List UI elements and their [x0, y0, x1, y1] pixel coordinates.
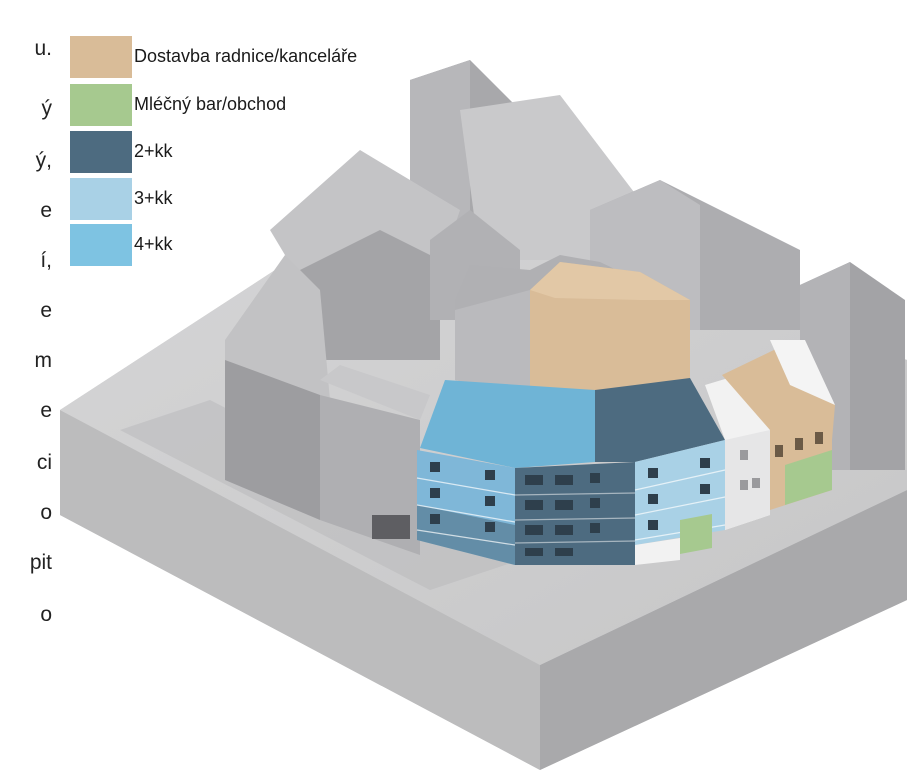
text-fragment: e	[40, 399, 52, 422]
legend-swatch	[70, 84, 132, 126]
text-fragment: e	[40, 299, 52, 322]
legend-label: 4+kk	[134, 234, 173, 254]
legend-item-3kk: 3+kk	[70, 178, 470, 222]
residential-block	[416, 378, 726, 565]
legend-item-4kk: 4+kk	[70, 224, 470, 268]
legend-label: 2+kk	[134, 141, 173, 161]
text-fragment: o	[40, 501, 52, 524]
legend-label: 3+kk	[134, 188, 173, 208]
text-fragment: ý,	[35, 149, 52, 172]
text-fragment: í,	[40, 249, 52, 272]
legend-swatch	[70, 178, 132, 220]
text-fragment: ci	[36, 451, 52, 474]
text-fragment: m	[34, 349, 53, 372]
town-hall-extension-mass	[455, 255, 690, 395]
text-fragment: o	[40, 603, 52, 626]
legend-label: Mléčný bar/obchod	[134, 94, 287, 114]
left-text-fragments: u. ý ý, e í, e m e ci o pit o	[0, 0, 60, 772]
legend-swatch	[70, 131, 132, 173]
legend-label: Dostavba radnice/kanceláře	[134, 46, 358, 66]
text-fragment: e	[40, 199, 52, 222]
legend-item-2kk: 2+kk	[70, 131, 470, 175]
legend-swatch	[70, 36, 132, 78]
left-grey-building	[225, 255, 430, 555]
background-buildings	[270, 60, 905, 470]
text-fragment: u.	[34, 37, 52, 60]
text-fragment: pit	[29, 551, 52, 574]
legend-item-milk-bar: Mléčný bar/obchod	[70, 84, 470, 128]
legend-swatch	[70, 224, 132, 266]
legend-item-town-hall: Dostavba radnice/kanceláře	[70, 36, 470, 80]
corner-buildings	[705, 340, 835, 530]
text-fragment: ý	[41, 97, 53, 120]
